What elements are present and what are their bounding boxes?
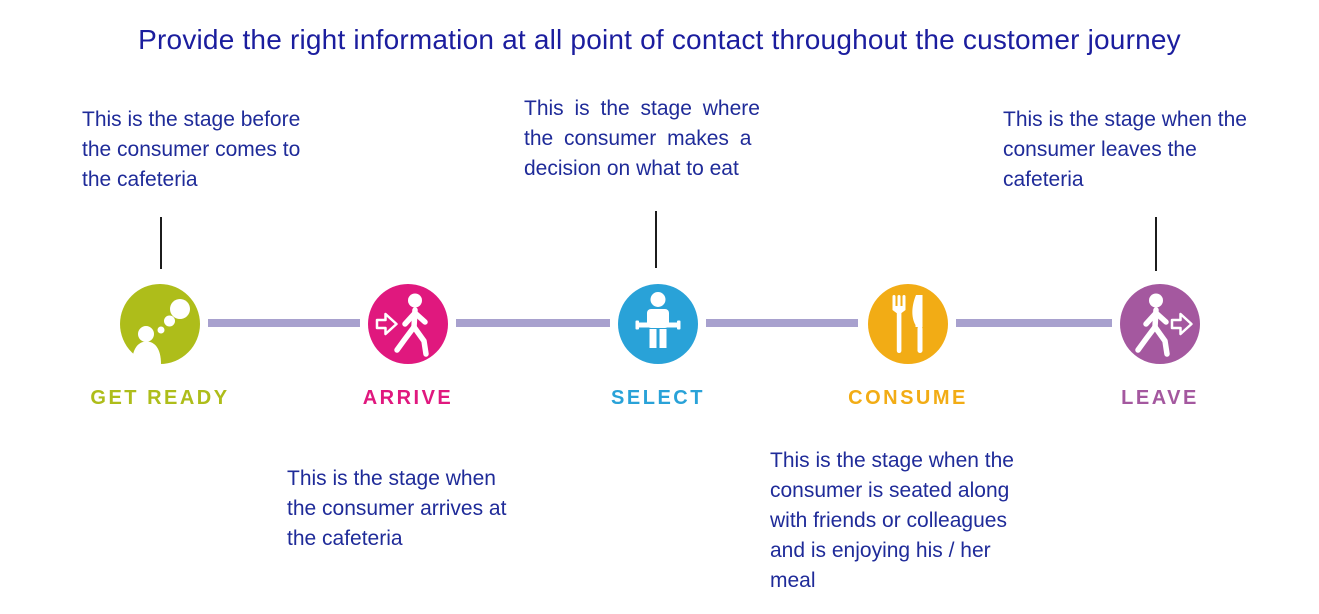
walking-person-out-icon: [1120, 284, 1200, 364]
annotation-line: meal: [770, 569, 816, 592]
annotation-line: decision on what to eat: [524, 157, 739, 180]
annotation-line: This is the stage when the: [770, 449, 1014, 472]
annotation-line: cafeteria: [1003, 168, 1084, 191]
annotation-line: the cafeteria: [287, 527, 403, 550]
annotation-line: consumer is seated along: [770, 479, 1010, 502]
walking-person-in-icon: [368, 284, 448, 364]
annotation-below-arrive: This is the stage when the consumer arri…: [287, 464, 506, 554]
stage-label-get-ready: GET READY: [90, 387, 230, 409]
annotation-line: the cafeteria: [82, 168, 198, 191]
annotation-line: This is the stage before: [82, 108, 301, 131]
stage-circle-select: [618, 284, 698, 364]
timeline-connector: [456, 319, 610, 327]
annotation-line: and is enjoying his / her: [770, 539, 991, 562]
annotation-line: consumer leaves the: [1003, 138, 1197, 161]
annotation-above-leave: This is the stage when the consumer leav…: [1003, 105, 1247, 195]
timeline-connector: [706, 319, 858, 327]
annotation-line: the consumer arrives at: [287, 497, 507, 520]
stage-circle-arrive: [368, 284, 448, 364]
thinking-person-icon: [120, 284, 200, 364]
leader-line-get-ready: [160, 217, 162, 269]
stage-label-arrive: ARRIVE: [362, 387, 454, 409]
stage-label-leave: LEAVE: [1121, 387, 1199, 409]
annotation-above-get-ready: This is the stage before the consumer co…: [82, 105, 300, 195]
annotation-line: This is the stage where: [524, 97, 760, 120]
annotation-line: the consumer makes a: [524, 127, 752, 150]
timeline-connector: [208, 319, 360, 327]
leader-line-leave: [1155, 217, 1157, 271]
stage-label-consume: CONSUME: [848, 387, 968, 409]
annotation-line: This is the stage when the: [1003, 108, 1247, 131]
stage-circle-leave: [1120, 284, 1200, 364]
annotation-line: the consumer comes to: [82, 138, 301, 161]
stage-label-select: SELECT: [611, 387, 705, 409]
annotation-line: This is the stage when: [287, 467, 496, 490]
annotation-below-consume: This is the stage when the consumer is s…: [770, 446, 1014, 596]
stage-circle-consume: [868, 284, 948, 364]
stage-circle-get-ready: [120, 284, 200, 364]
page-title: Provide the right information at all poi…: [138, 24, 1181, 55]
annotation-line: with friends or colleagues: [770, 509, 1007, 532]
fork-knife-icon: [868, 284, 948, 364]
timeline-connector: [956, 319, 1112, 327]
person-with-tray-icon: [618, 284, 698, 364]
leader-line-select: [655, 211, 657, 268]
annotation-above-select: This is the stage where the consumer mak…: [524, 94, 760, 184]
